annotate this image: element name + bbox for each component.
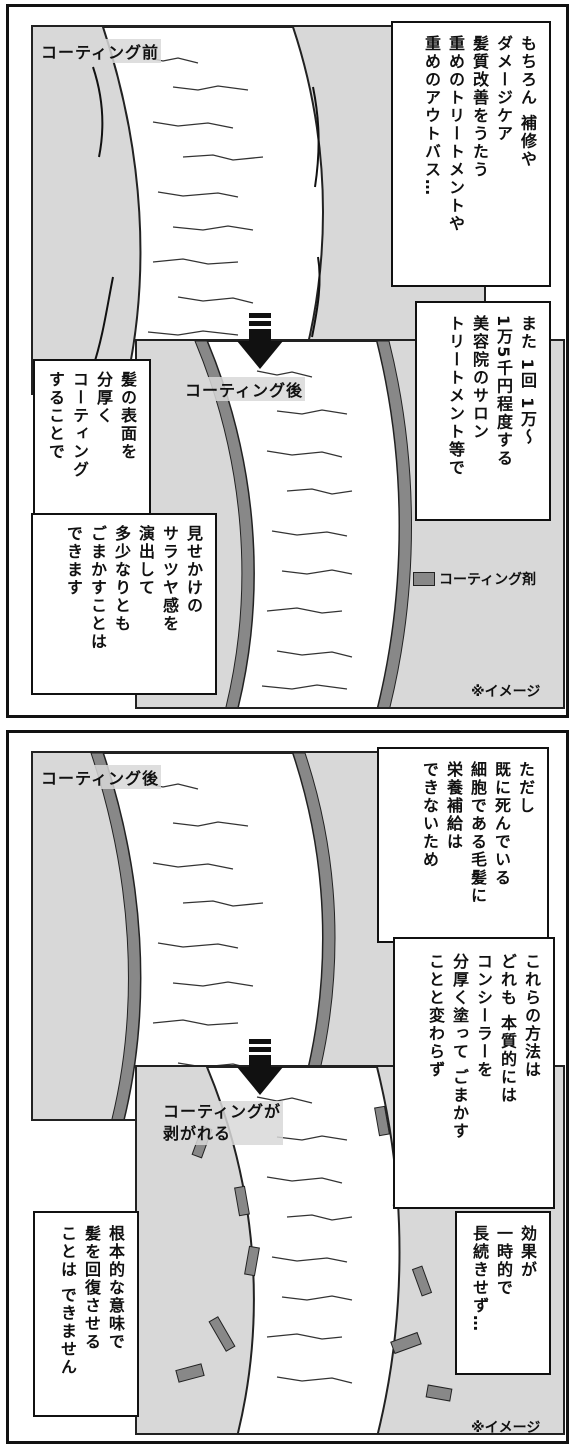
speech-bubble-temporary: 効果が 一時的で 長続きせず… [455,1211,551,1375]
image-note: ※イメージ [471,684,541,700]
hair-strand-illustration [92,27,324,393]
speech-bubble-cannot-restore: 根本的な意味で 髪を回復させる ことは できません [33,1211,139,1417]
down-arrow-icon [237,313,283,369]
text-concealer: これらの方法は どれも 本質的には コンシーラーを 分厚く塗って ごまかす こと… [426,953,541,1141]
coated-hair-illustration-2 [90,753,336,1119]
caption-before-coating: コーティング前 [39,39,162,63]
speech-bubble-concealer: これらの方法は どれも 本質的には コンシーラーを 分厚く塗って ごまかす こと… [393,937,555,1209]
text-coating-thick: 髪の表面を 分厚く コーティング することで [46,371,137,479]
text-cannot-restore: 根本的な意味で 髪を回復させる ことは できません [58,1225,125,1377]
text-repair-treatments: もちろん 補修や ダメージケア 髪質改善をうたう 重めのトリートメントや 重めの… [422,35,537,233]
down-arrow-icon-2 [237,1039,283,1095]
coated-hair-illustration [194,341,412,707]
speech-bubble-coating-thick: 髪の表面を 分厚く コーティング することで [33,359,151,519]
caption-after-coating-2: コーティング後 [39,765,162,789]
comic-panel-2: コーティング後 コーティングが 剥が [6,730,569,1444]
peeling-hair-illustration [175,1067,453,1433]
text-dead-cells: ただし 既に死んでいる 細胞である毛髪に 栄養補給は できないため [420,761,535,905]
text-temporary: 効果が 一時的で 長続きせず… [470,1225,537,1333]
speech-bubble-salon-treatment: また 1回 1万～ 1万5千円程度する 美容院のサロン トリートメント等で [415,301,551,521]
image-note-2: ※イメージ [471,1420,541,1436]
coating-agent-legend: コーティング剤 [413,569,536,589]
speech-bubble-dead-cells: ただし 既に死んでいる 細胞である毛髪に 栄養補給は できないため [377,747,549,943]
speech-bubble-repair-treatments: もちろん 補修や ダメージケア 髪質改善をうたう 重めのトリートメントや 重めの… [391,21,551,287]
caption-coating-peels: コーティングが 剥がれる [161,1101,284,1145]
caption-after-coating: コーティング後 [183,377,306,401]
comic-panel-1: コーティング前 コーティング後 もちろん 補修や ダメージケア 髪質改善をうたう… [6,4,569,718]
coating-swatch [413,572,435,586]
coating-legend-label: コーティング剤 [439,572,537,588]
speech-bubble-illusion: 見せかけの サラツヤ感を 演出して 多少なりとも ごまかすことは できます [31,513,217,695]
text-salon-treatment: また 1回 1万～ 1万5千円程度する 美容院のサロン トリートメント等で [446,315,537,477]
text-illusion: 見せかけの サラツヤ感を 演出して 多少なりとも ごまかすことは できます [64,525,203,651]
